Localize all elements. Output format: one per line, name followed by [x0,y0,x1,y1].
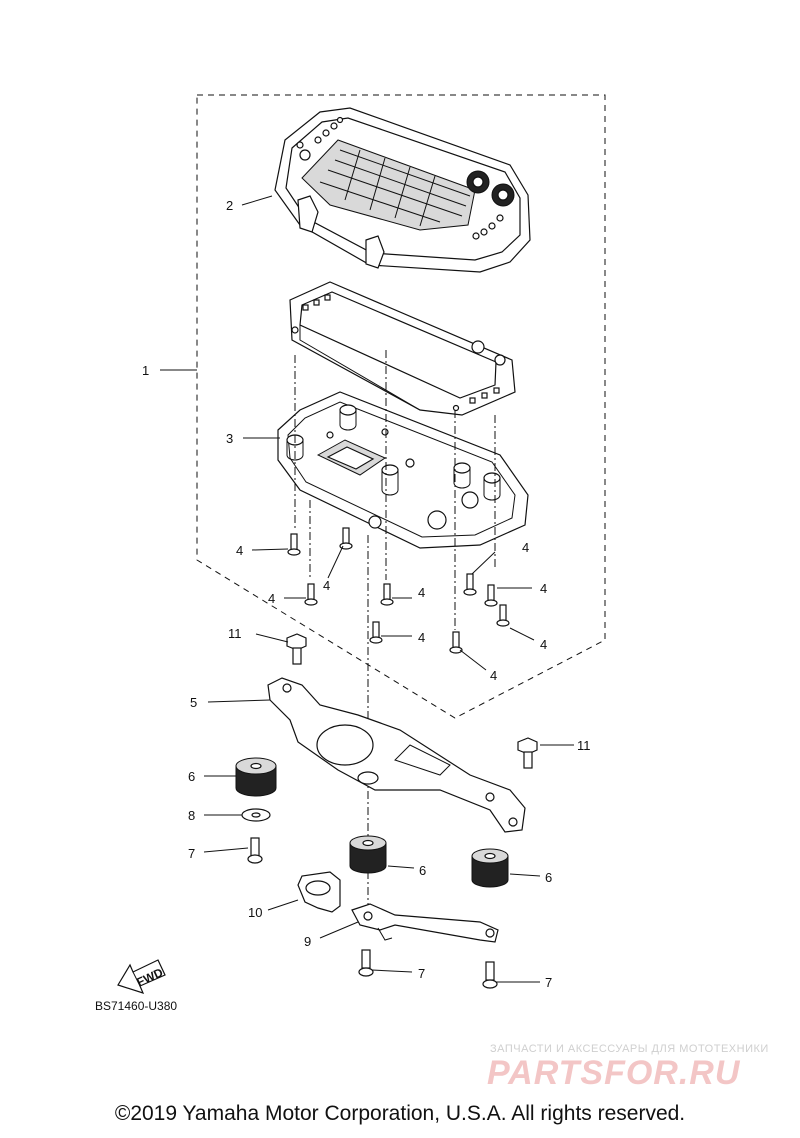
assembly-boundary [196,94,606,719]
bolt-part-11-right [517,737,538,769]
meter-cover-part-2 [274,107,531,273]
watermark-tagline: ЗАПЧАСТИ И АКСЕССУАРЫ ДЛЯ МОТОТЕХНИКИ [490,1043,769,1055]
screw-4a [287,533,301,556]
screw-4i [449,631,463,654]
damper-part-6-left [235,757,277,797]
lower-case-part-3 [277,391,529,549]
bolt-part-7-right [482,961,498,989]
callout-9: 9 [304,934,311,949]
screw-4f [463,573,477,596]
callout-4-f: 4 [522,540,529,555]
bolt-part-7-left [247,837,263,864]
callout-4-h: 4 [540,637,547,652]
screw-4c [304,583,318,606]
callout-7-right: 7 [545,975,552,990]
callout-3: 3 [226,431,233,446]
bolt-part-7-center [358,949,374,977]
bracket-part-5 [267,677,526,833]
callout-6-left: 6 [188,769,195,784]
callout-1: 1 [142,363,149,378]
screw-4e [369,621,383,644]
callout-4-b: 4 [323,578,330,593]
callout-4-g: 4 [540,581,547,596]
screw-4h [496,604,510,627]
screw-4g [484,584,498,607]
screw-4d [380,583,394,606]
watermark-logo: PARTSFOR.RU [487,1054,741,1092]
callout-4-d: 4 [418,585,425,600]
callout-7-center: 7 [418,966,425,981]
fwd-direction-arrow: FWD [117,959,166,994]
callout-2: 2 [226,198,233,213]
clamp-part-10 [297,871,341,913]
callout-4-c: 4 [268,591,275,606]
callout-10: 10 [248,905,262,920]
callout-7-left: 7 [188,846,195,861]
screw-4b [339,527,353,550]
callout-6-right: 6 [545,870,552,885]
screw-set-part-4 [287,527,510,654]
stay-part-9 [351,903,499,943]
diagram-code: BS71460-U380 [95,999,177,1013]
callout-8: 8 [188,808,195,823]
damper-part-6-right [471,848,509,888]
meter-unit-body [289,281,516,416]
callout-4-e: 4 [418,630,425,645]
copyright-notice: ©2019 Yamaha Motor Corporation, U.S.A. A… [114,1102,686,1125]
callout-6-center: 6 [419,863,426,878]
callout-11-right: 11 [577,738,591,753]
leader-lines [160,195,574,983]
callout-5: 5 [190,695,197,710]
damper-part-6-center [349,835,387,874]
washer-part-8 [241,808,271,822]
bolt-part-11-left [286,633,307,665]
callout-11-left: 11 [228,626,242,641]
callout-4-i: 4 [490,668,497,683]
callout-numbers: 1 2 3 4 4 4 4 4 4 4 4 4 11 11 5 6 6 6 8 … [142,198,591,990]
callout-4-a: 4 [236,543,243,558]
